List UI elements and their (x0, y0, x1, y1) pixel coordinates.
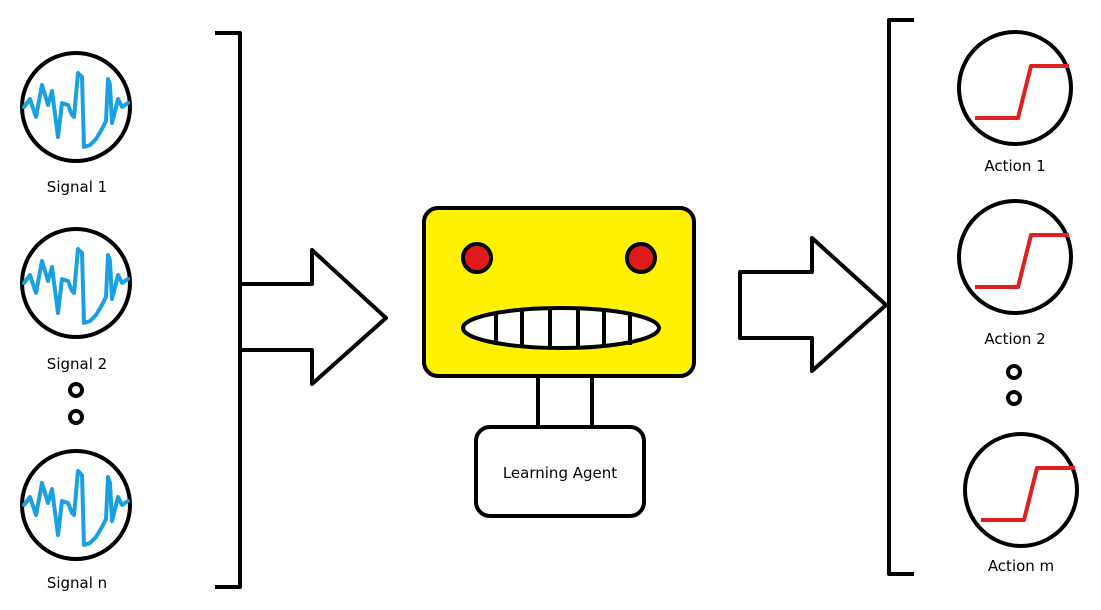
action-1: Action 1 (957, 30, 1073, 175)
arrow-right-icon (738, 236, 888, 373)
signal-1: Signal 1 (20, 51, 132, 196)
agent-label-box (474, 425, 646, 518)
signal-ellipsis (68, 382, 84, 425)
signal-label: Signal n (47, 574, 107, 592)
robot-agent-icon (422, 206, 696, 430)
action-label: Action m (988, 557, 1054, 575)
signal-wave-icon (20, 227, 132, 339)
signal-label: Signal 2 (47, 355, 107, 373)
ellipsis-dots-icon (68, 382, 84, 398)
action-step-icon (963, 432, 1079, 548)
agent-label: Learning Agent (503, 464, 617, 482)
signal-label: Signal 1 (47, 178, 107, 196)
input-bracket (215, 31, 242, 589)
signal-wave-icon (20, 449, 132, 561)
ellipsis-dots-icon (68, 409, 84, 425)
action-label: Action 1 (984, 157, 1045, 175)
action-step-icon (957, 199, 1073, 315)
learning-agent: Learning Agent (422, 206, 696, 518)
action-m: Action m (963, 432, 1079, 575)
ellipsis-dots-icon (1006, 390, 1022, 406)
signal-2: Signal 2 (20, 227, 132, 373)
action-step-icon (957, 30, 1073, 146)
signal-n: Signal n (20, 449, 132, 592)
ellipsis-dots-icon (1006, 364, 1022, 380)
action-2: Action 2 (957, 199, 1073, 348)
output-bracket (887, 18, 914, 576)
action-label: Action 2 (984, 330, 1045, 348)
arrow-right-icon (238, 248, 388, 386)
action-ellipsis (1006, 364, 1022, 406)
signal-wave-icon (20, 51, 132, 163)
